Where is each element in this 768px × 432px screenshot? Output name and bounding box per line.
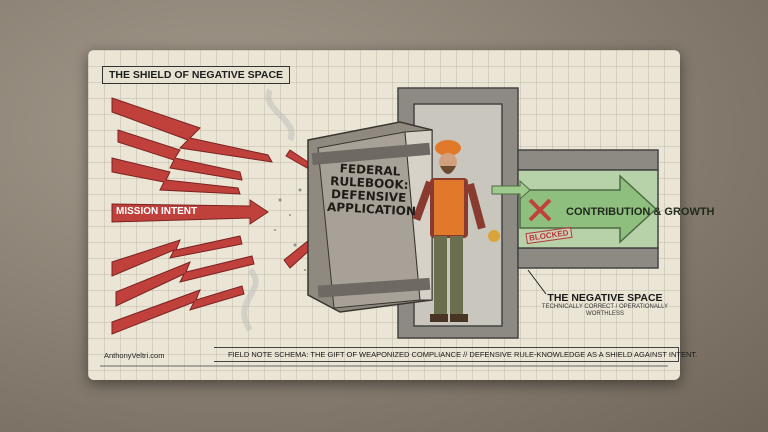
red-arrow xyxy=(117,129,243,181)
small-green-arrow xyxy=(491,179,531,201)
page-title: THE SHIELD OF NEGATIVE SPACE xyxy=(102,66,291,84)
footer-caption: FIELD NOTE SCHEMA: THE GIFT OF WEAPONIZE… xyxy=(214,347,697,362)
red-arrow xyxy=(111,285,245,335)
negative-space-subtitle: TECHNICALLY CORRECT / OPERATIONALLY WORT… xyxy=(541,304,669,317)
growth-arrow xyxy=(519,174,658,244)
red-arrow xyxy=(111,97,273,163)
rulebook-label: FEDERAL RULEBOOK: DEFENSIVE APPLICATION xyxy=(326,161,417,219)
rulebook-icon xyxy=(307,121,433,313)
red-arrow xyxy=(111,235,243,277)
red-arrow xyxy=(111,157,241,195)
contribution-label: CONTRIBUTION & GROWTH xyxy=(566,206,715,218)
red-arrow xyxy=(111,199,269,225)
mission-intent-label: MISSION INTENT xyxy=(116,206,198,217)
red-arrow xyxy=(115,255,255,307)
negative-space-label: THE NEGATIVE SPACE TECHNICALLY CORRECT /… xyxy=(540,292,670,318)
smoke xyxy=(241,88,295,332)
blocked-x-icon xyxy=(528,198,552,222)
worker-figure xyxy=(412,140,500,322)
pointer-line xyxy=(527,269,547,295)
website-credit: AnthonyVeltri.com xyxy=(104,351,165,360)
negative-space-heading: THE NEGATIVE SPACE xyxy=(547,292,663,304)
debris xyxy=(274,188,306,271)
